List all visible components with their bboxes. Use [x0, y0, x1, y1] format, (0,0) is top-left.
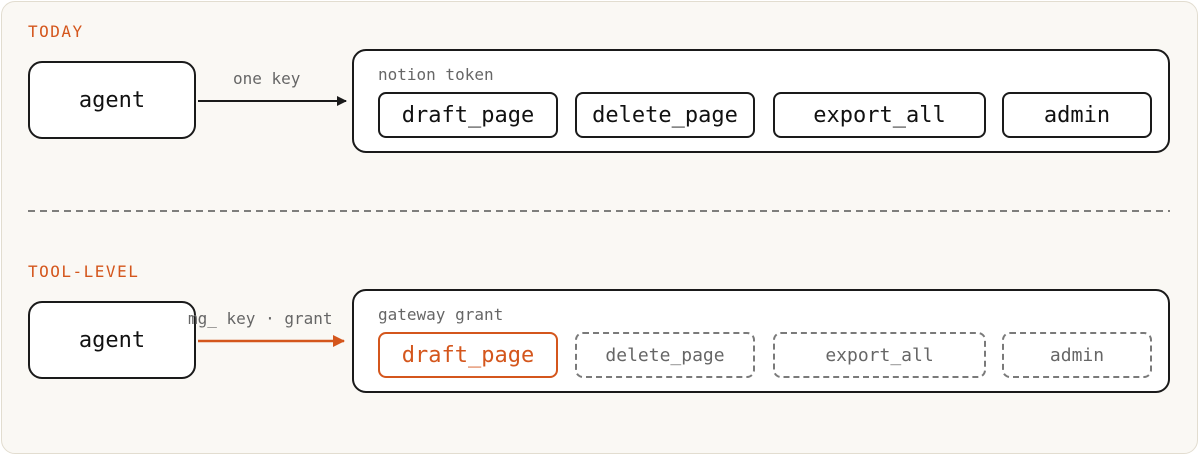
tool-export-all-denied: export_all	[773, 332, 986, 378]
section-label-today: TODAY	[28, 22, 84, 41]
tool-delete-page: delete_page	[575, 92, 755, 138]
notion-token-container: notion token draft_page delete_page expo…	[352, 49, 1170, 153]
tool-draft-page-granted: draft_page	[378, 332, 558, 378]
container-label-today: notion token	[378, 65, 494, 84]
tool-admin: admin	[1002, 92, 1152, 138]
arrow-label-today: one key	[233, 69, 301, 88]
tool-delete-page-denied: delete_page	[575, 332, 755, 378]
section-label-tool-level: TOOL-LEVEL	[28, 262, 140, 281]
agent-label: agent	[78, 87, 146, 113]
tool-admin-denied: admin	[1002, 332, 1152, 378]
agent-box-tool-level: agent	[28, 301, 196, 379]
tool-draft-page: draft_page	[378, 92, 558, 138]
container-label-tool-level: gateway grant	[378, 305, 504, 324]
agent-label: agent	[78, 327, 146, 353]
gateway-grant-container: gateway grant draft_page delete_page exp…	[352, 289, 1170, 393]
agent-box-today: agent	[28, 61, 196, 139]
tool-export-all: export_all	[773, 92, 986, 138]
arrow-label-tool-level: mg_ key · grant	[188, 309, 333, 328]
